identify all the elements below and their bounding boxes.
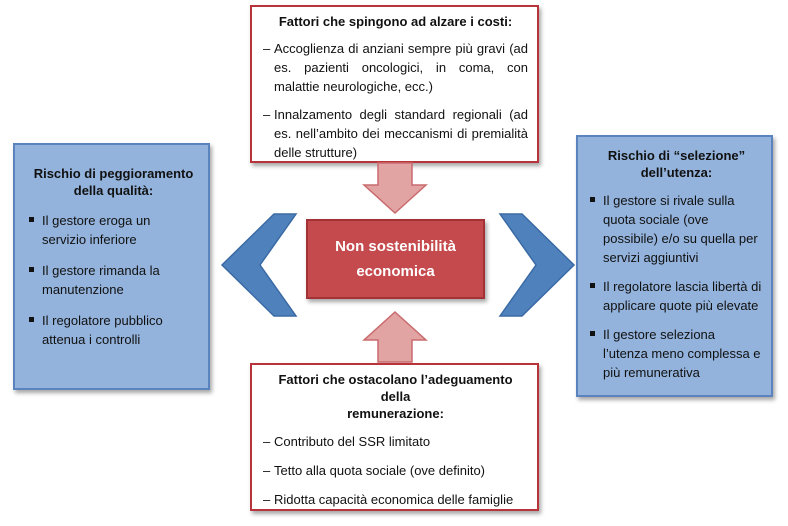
left-chevron-icon [220,213,298,317]
right-box-list: Il gestore si rivale sulla quota sociale… [590,191,763,382]
list-item: Il gestore seleziona l’utenza meno compl… [590,325,763,382]
right-chevron-icon [498,213,576,317]
left-title-line-2: della qualità: [73,183,154,198]
top-box-list: Accoglienza di anziani sempre più gravi … [263,39,528,162]
list-item: Contributo del SSR limitato [263,432,528,451]
center-line-1: Non sostenibilità [335,238,456,255]
up-arrow-bottom [362,310,428,363]
left-box-title: Rischio di peggioramento della qualità: [29,165,198,199]
list-item: Tetto alla quota sociale (ove definito) [263,461,528,480]
right-title-line-2: dell’utenza: [640,165,713,180]
down-arrow-top [362,162,428,215]
list-item: Il gestore eroga un servizio inferiore [29,211,198,249]
center-line-2: economica [356,263,435,280]
left-title-line-1: Rischio di peggioramento [33,166,194,181]
list-item: Innalzamento degli standard regionali (a… [263,105,528,162]
list-item: Il gestore si rivale sulla quota sociale… [590,191,763,267]
top-box-title: Fattori che spingono ad alzare i costi: [278,14,513,29]
bottom-factors-box: Fattori che ostacolano l’adeguamento del… [250,363,539,511]
right-title-line-1: Rischio di “selezione” [607,148,746,163]
list-item: Il gestore rimanda la manutenzione [29,261,198,299]
list-item: Il regolatore pubblico attenua i control… [29,311,198,349]
right-risk-box: Rischio di “selezione” dell’utenza: Il g… [576,135,773,397]
left-risk-box: Rischio di peggioramento della qualità: … [13,143,210,390]
bottom-title-line-1: Fattori che ostacolano l’adeguamento del… [278,372,513,404]
bottom-box-title: Fattori che ostacolano l’adeguamento del… [263,371,528,422]
top-factors-box: Fattori che spingono ad alzare i costi: … [250,5,539,163]
list-item: Il regolatore lascia libertà di applicar… [590,277,763,315]
bottom-box-list: Contributo del SSR limitato Tetto alla q… [263,432,528,509]
center-box: Non sostenibilità economica [306,219,485,299]
right-box-title: Rischio di “selezione” dell’utenza: [590,147,763,181]
bottom-title-line-2: remunerazione: [347,406,444,421]
left-box-list: Il gestore eroga un servizio inferiore I… [29,211,198,349]
list-item: Ridotta capacità economica delle famigli… [263,490,528,509]
list-item: Accoglienza di anziani sempre più gravi … [263,39,528,96]
